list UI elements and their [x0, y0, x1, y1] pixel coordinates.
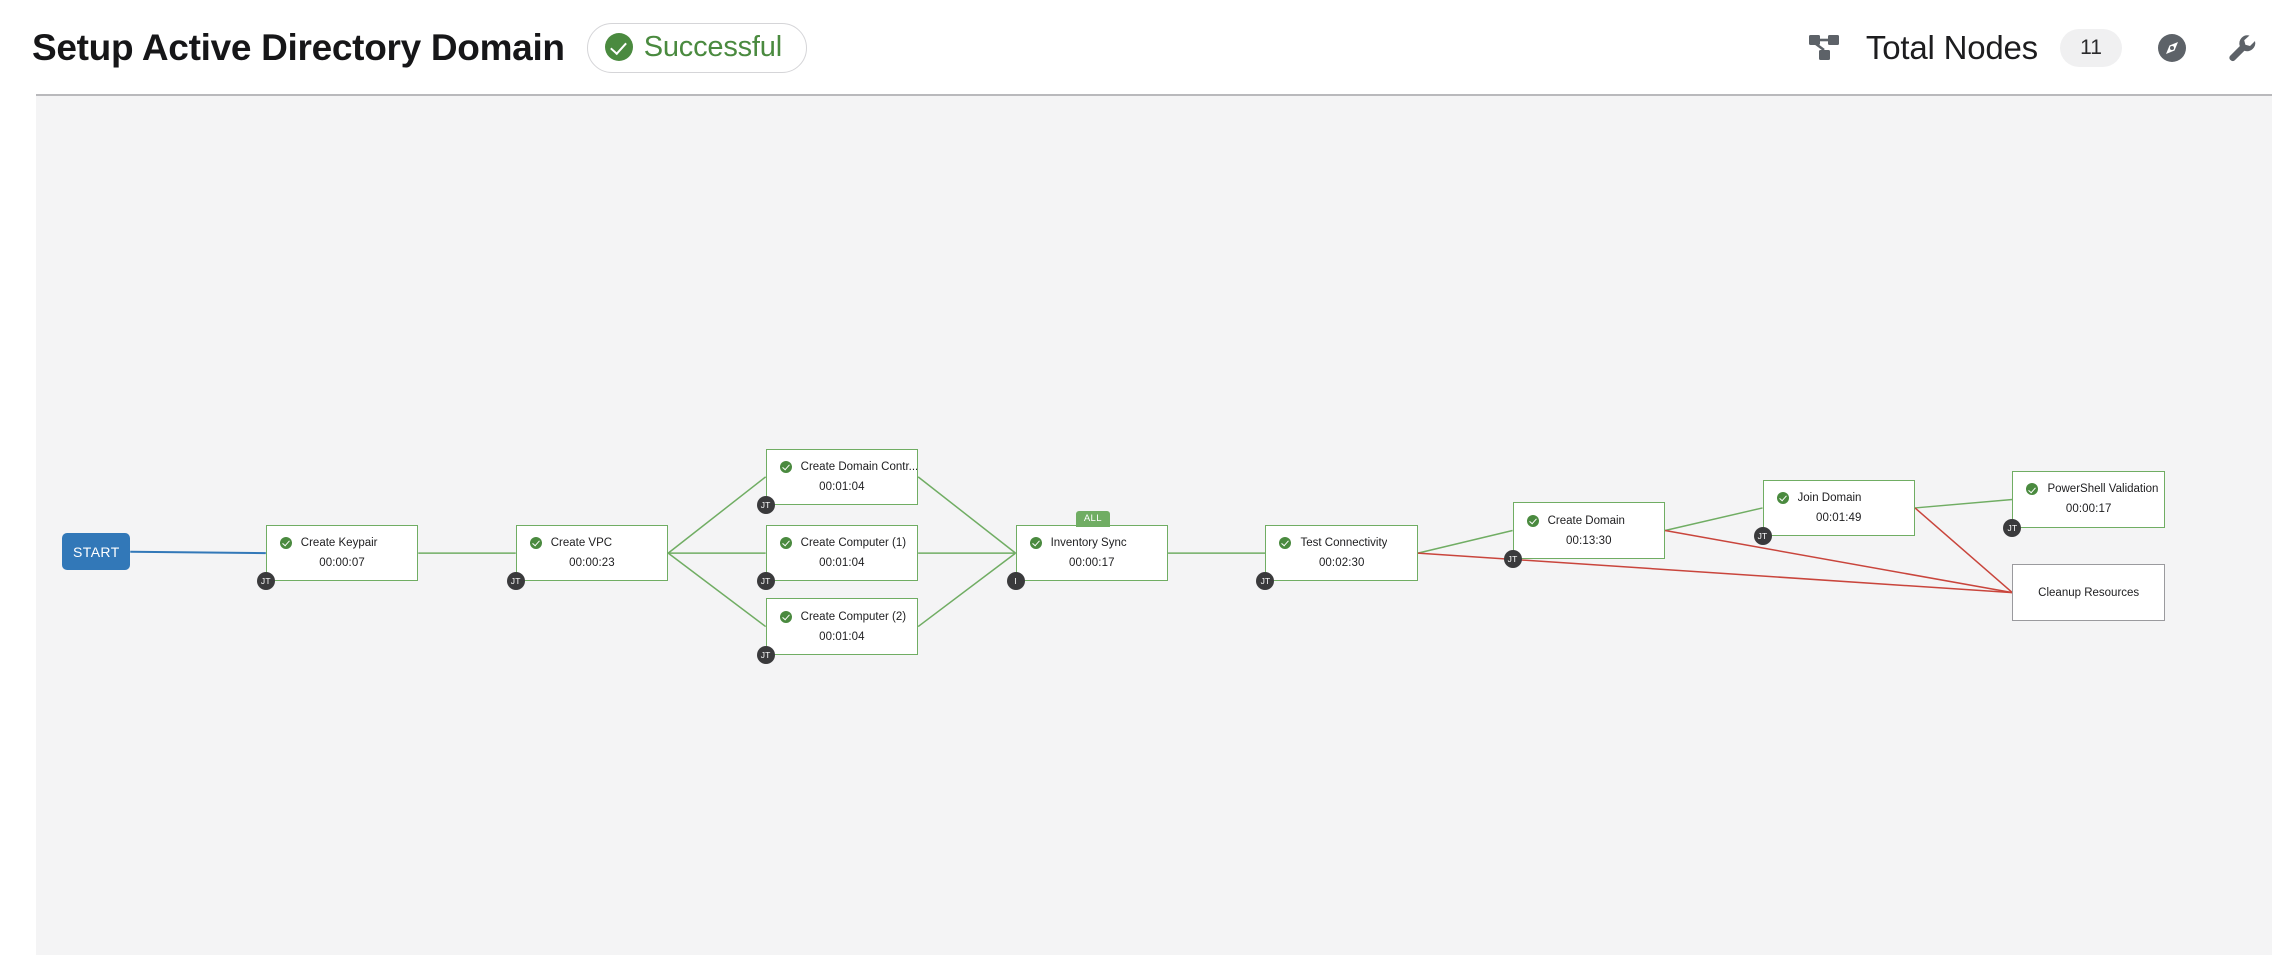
node-title-row: Create Domain Contr...: [767, 460, 918, 473]
edge-create-computer-2-to-inventory-sync: [917, 552, 1017, 628]
header-divider: [36, 94, 2272, 96]
workflow-edges: [130, 476, 2013, 628]
node-title-row: Test Connectivity: [1266, 537, 1416, 550]
node-title: Create Domain: [1547, 514, 1625, 527]
check-circle-icon: [1526, 514, 1539, 527]
workflow-node-test-connectivity[interactable]: Test Connectivity 00:02:30: [1265, 524, 1418, 582]
node-type-badge[interactable]: JT: [1256, 572, 1275, 591]
workflow-node-create-computer-2[interactable]: Create Computer (2) 00:01:04: [765, 598, 919, 655]
node-title-row: Create Computer (1): [767, 537, 917, 550]
node-type-badge[interactable]: I: [1006, 572, 1025, 591]
node-elapsed: 00:13:30: [1566, 534, 1612, 547]
workflow-node-join-domain[interactable]: Join Domain 00:01:49: [1762, 479, 1915, 537]
node-title-row: Create Computer (2): [767, 610, 917, 623]
check-circle-icon: [1279, 537, 1292, 550]
workflow-node-create-domain[interactable]: Create Domain 00:13:30: [1512, 502, 1666, 559]
node-type-badge[interactable]: JT: [1753, 527, 1772, 546]
check-circle-icon: [604, 33, 633, 61]
start-node[interactable]: START: [62, 533, 131, 571]
node-title-row: Create Domain: [1514, 514, 1664, 527]
node-title: Create Computer (1): [800, 537, 907, 550]
node-title: Test Connectivity: [1300, 537, 1388, 550]
node-elapsed: 00:01:04: [819, 630, 865, 643]
node-type-badge[interactable]: JT: [1503, 549, 1522, 568]
node-type-badge[interactable]: JT: [2003, 518, 2022, 537]
app-header: Setup Active Directory Domain Successful…: [0, 0, 2290, 95]
node-scope-badge: ALL: [1075, 510, 1110, 528]
total-nodes-count: 11: [2060, 28, 2122, 67]
status-badge-label: Successful: [643, 30, 782, 63]
check-circle-icon: [2026, 483, 2039, 496]
node-type-badge[interactable]: JT: [756, 572, 775, 591]
status-badge: Successful: [586, 22, 807, 73]
node-type-badge[interactable]: JT: [756, 496, 775, 515]
node-title-row: Create VPC: [517, 537, 667, 550]
node-type-badge[interactable]: JT: [506, 572, 525, 591]
workflow-node-inventory-sync[interactable]: Inventory Sync 00:00:17: [1015, 524, 1169, 582]
edge-start-to-create-keypair: [130, 550, 266, 555]
check-circle-icon: [279, 537, 292, 550]
total-nodes-label: Total Nodes: [1865, 28, 2038, 66]
check-circle-icon: [1776, 491, 1789, 504]
node-type-badge[interactable]: JT: [756, 645, 775, 664]
sitemap-icon: [1808, 32, 1842, 64]
node-elapsed: 00:00:23: [569, 557, 615, 570]
workflow-node-create-computer-1[interactable]: Create Computer (1) 00:01:04: [765, 524, 919, 582]
page-title: Setup Active Directory Domain: [32, 26, 565, 68]
check-circle-icon: [779, 460, 792, 473]
check-circle-icon: [1029, 537, 1042, 550]
node-elapsed: 00:00:17: [2065, 503, 2112, 516]
workflow-node-create-vpc[interactable]: Create VPC 00:00:23: [515, 524, 669, 582]
node-title: Join Domain: [1797, 491, 1862, 504]
header-right-group: Total Nodes 11: [1808, 0, 2260, 95]
node-title-row: Join Domain: [1764, 491, 1914, 504]
edge-create-domain-controller-to-inventory-sync: [917, 476, 1017, 554]
header-left-group: Setup Active Directory Domain Successful: [32, 22, 807, 73]
node-title: Create Keypair: [300, 537, 378, 550]
node-title: PowerShell Validation: [2047, 483, 2159, 496]
node-elapsed: 00:01:49: [1815, 511, 1862, 524]
workflow-node-create-domain-controller[interactable]: Create Domain Contr... 00:01:04: [765, 448, 919, 506]
node-title: Create Domain Contr...: [800, 460, 918, 473]
edge-create-domain-to-join-domain: [1664, 507, 1763, 532]
workflow-node-create-keypair[interactable]: Create Keypair 00:00:07: [265, 524, 419, 582]
node-title: Cleanup Resources: [2038, 586, 2140, 599]
edge-test-connectivity-to-create-domain: [1417, 529, 1513, 554]
node-elapsed: 00:02:30: [1318, 557, 1365, 570]
compass-icon[interactable]: [2154, 30, 2190, 66]
workflow-node-powershell-validation[interactable]: PowerShell Validation 00:00:17: [2012, 471, 2165, 528]
check-circle-icon: [779, 610, 792, 623]
node-type-badge[interactable]: JT: [256, 572, 275, 591]
edge-create-vpc-to-create-domain-controller: [667, 476, 767, 554]
node-elapsed: 00:01:04: [819, 557, 865, 570]
node-title: Create VPC: [550, 537, 613, 550]
edge-create-domain-to-cleanup-resources: [1664, 529, 2013, 594]
workflow-node-cleanup-resources[interactable]: Cleanup Resources: [2012, 564, 2165, 621]
node-title-row: Cleanup Resources: [2013, 587, 2163, 599]
check-circle-icon: [529, 537, 542, 550]
node-elapsed: 00:01:04: [819, 480, 865, 493]
node-elapsed: 00:00:07: [319, 557, 365, 570]
wrench-icon[interactable]: [2222, 29, 2260, 67]
edge-create-vpc-to-create-computer-2: [667, 552, 767, 628]
check-circle-icon: [779, 537, 792, 550]
node-elapsed: 00:00:17: [1069, 557, 1115, 570]
node-title: Create Computer (2): [800, 610, 907, 623]
node-title-row: Create Keypair: [267, 537, 417, 550]
edge-join-domain-to-powershell-validation: [1914, 498, 2013, 509]
edge-join-domain-to-cleanup-resources: [1914, 507, 2013, 594]
node-title: Inventory Sync: [1050, 537, 1127, 550]
node-title-row: Inventory Sync: [1017, 537, 1167, 550]
node-title-row: PowerShell Validation: [2013, 483, 2163, 496]
